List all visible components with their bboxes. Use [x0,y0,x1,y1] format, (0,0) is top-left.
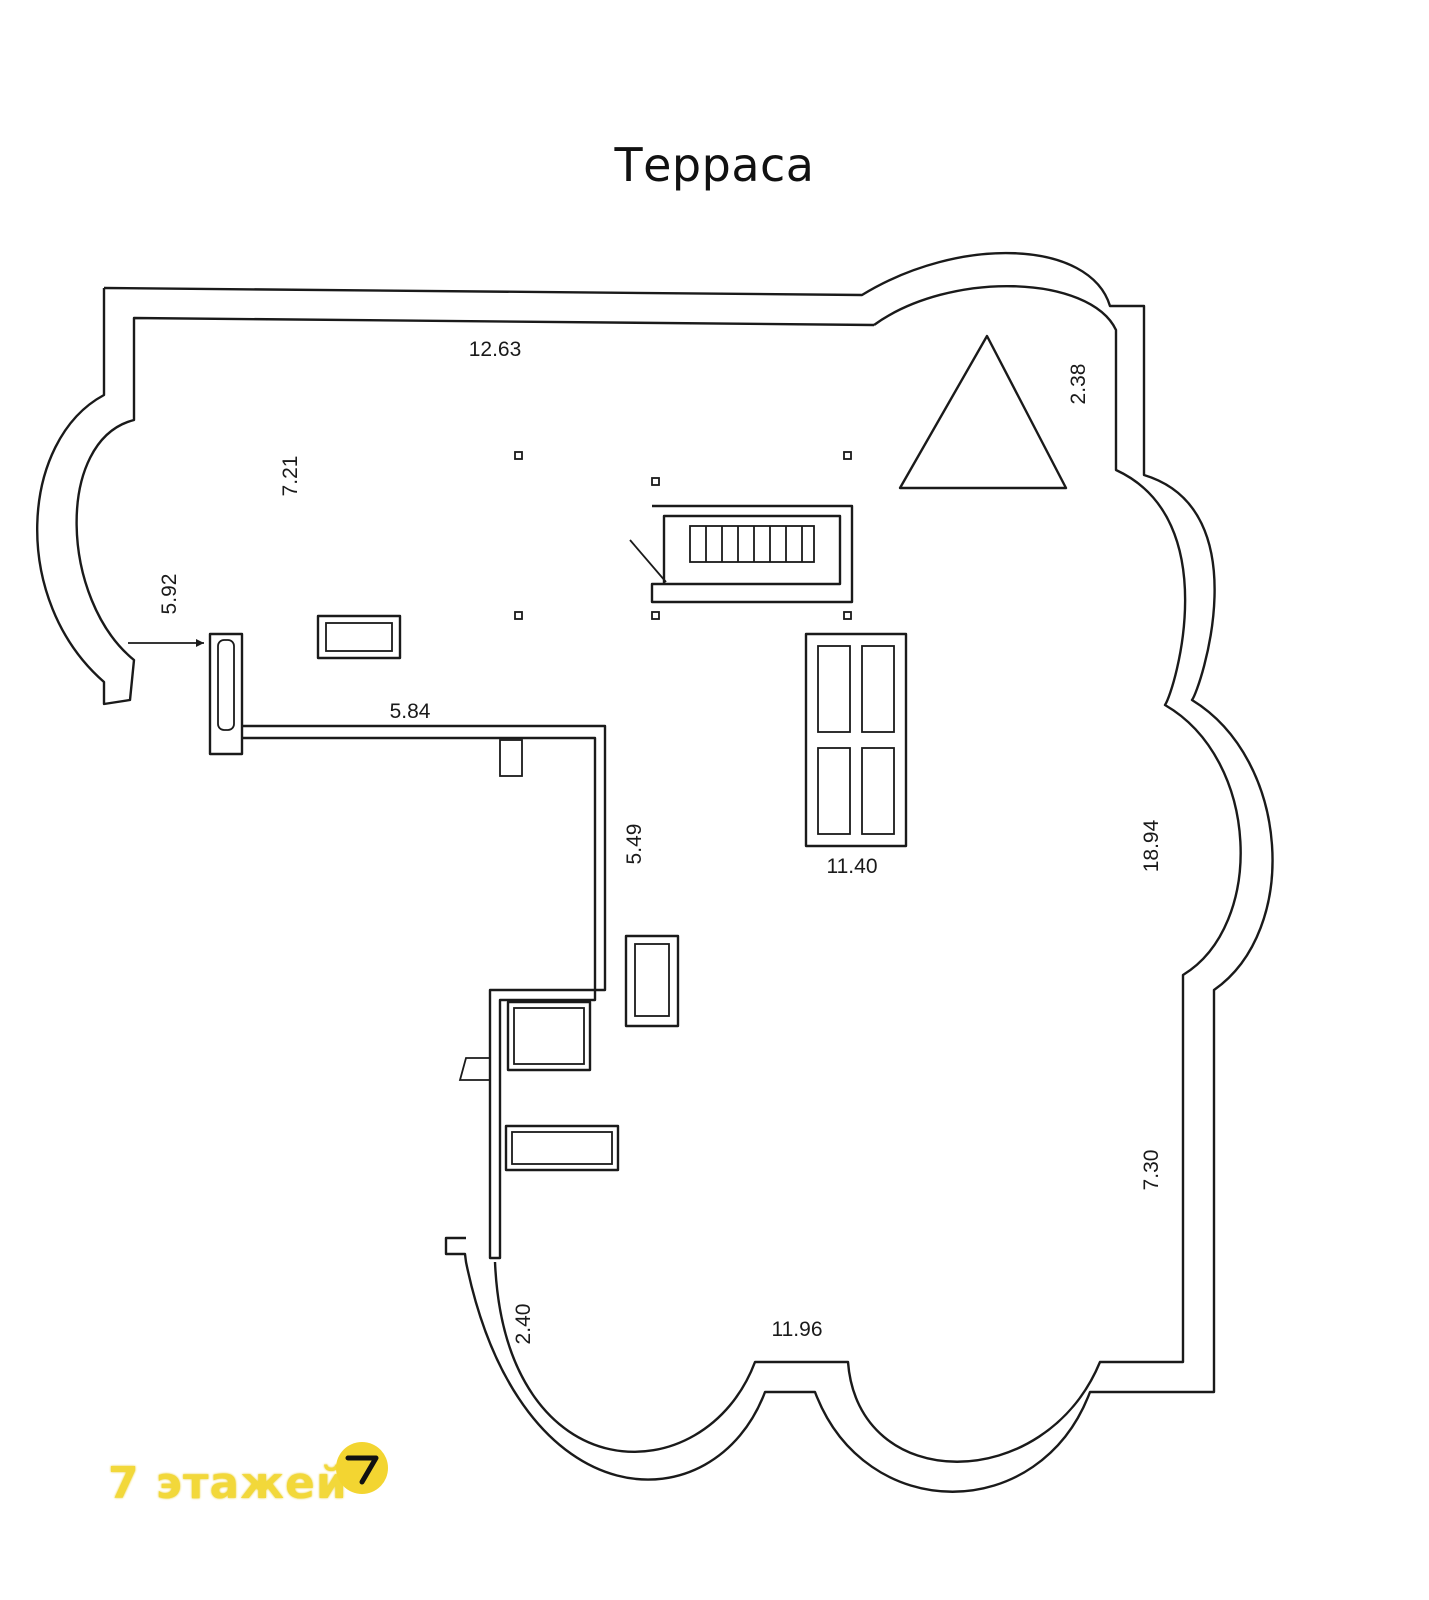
lower-box-2-inner [511,1131,613,1165]
middle-box [624,934,680,1028]
triangle-marker [898,334,1068,490]
dim-bottom-left: 2.40 [512,1304,535,1345]
columns [514,451,852,620]
lower-box-1 [506,1000,592,1072]
left-cabinet-inner [217,639,235,731]
wardrobe-door-1 [817,645,851,733]
seven-badge-icon [336,1442,388,1494]
dim-inner-top: 5.84 [390,700,431,723]
inner-niche [499,739,523,777]
outer-wall [103,251,1274,1493]
stair-rail [629,539,667,583]
dim-inner-vertical: 5.49 [623,824,646,865]
outer-wall-left [36,288,875,706]
dim-top-width: 12.63 [469,338,522,361]
stair-frame [650,504,854,604]
wardrobe-door-4 [861,747,895,835]
stair-steps [689,525,815,563]
lower-box-1-inner [513,1007,585,1065]
dim-left-offset: 5.92 [158,574,181,615]
dim-right-height: 18.94 [1140,819,1163,872]
dim-right-lower: 7.30 [1140,1150,1163,1191]
left-box [316,614,402,660]
lower-box-2 [504,1124,620,1172]
step-1 [458,1057,491,1081]
inner-wall [493,285,1242,1463]
dim-bottom-width: 11.96 [772,1318,823,1341]
left-box-inner [325,622,393,652]
wardrobe-door-3 [817,747,851,835]
dim-right-top: 2.38 [1067,364,1090,405]
middle-box-inner [634,943,670,1017]
plan-title: Терраса [614,138,815,192]
wardrobe-door-2 [861,645,895,733]
dim-middle-width: 11.40 [827,855,878,878]
logo-text: 7 этажей [108,1458,348,1509]
brand-logo: 7 этажей [108,1442,408,1522]
left-cabinet [208,632,244,756]
dim-left-height: 7.21 [279,456,302,497]
arrow-head [196,639,204,647]
wardrobe [804,632,908,848]
inner-l-wall [242,724,607,1260]
